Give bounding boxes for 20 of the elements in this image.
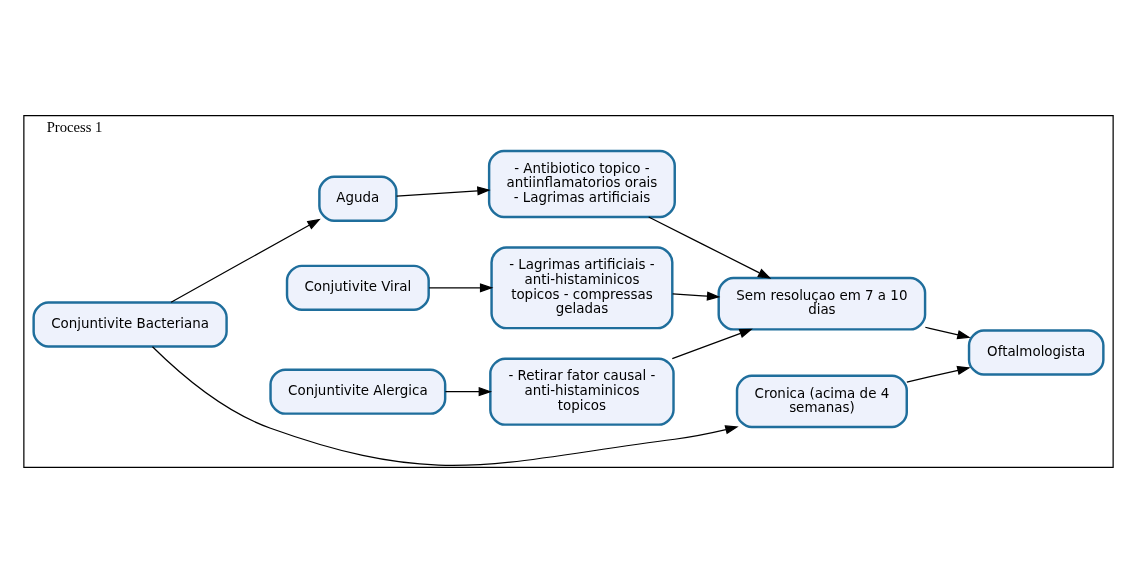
node-box: - Retirar fator causal - anti-histaminicos topicos [489, 356, 675, 426]
arrow [428, 282, 494, 293]
node-box: Conjuntivite Alergica [269, 367, 447, 415]
arrow [671, 328, 753, 359]
arrow [924, 326, 971, 339]
node-box: - Lagrimas artificiais - anti-histaminicos topicos - compressas geladas [490, 245, 674, 329]
node-box: Conjuntivite Bacteriana [32, 300, 228, 348]
arrow [151, 345, 739, 466]
node-box: - Antibiotico topico - antiinflamatorios orais - Lagrimas artificiais [487, 149, 676, 218]
node-box: Aguda [318, 175, 398, 222]
arrow [396, 185, 491, 197]
arrow [672, 290, 721, 301]
arrow [444, 386, 493, 396]
arrow [906, 365, 971, 383]
node-box: Conjutivite Viral [285, 264, 430, 311]
arrow [648, 215, 772, 279]
arrow [170, 218, 321, 303]
node-box: Cronica (acima de 4 semanas) [735, 374, 908, 428]
node-box: Sem resoluçao em 7 a 10 dias [717, 276, 927, 331]
node-box: Oftalmologista [967, 328, 1105, 376]
